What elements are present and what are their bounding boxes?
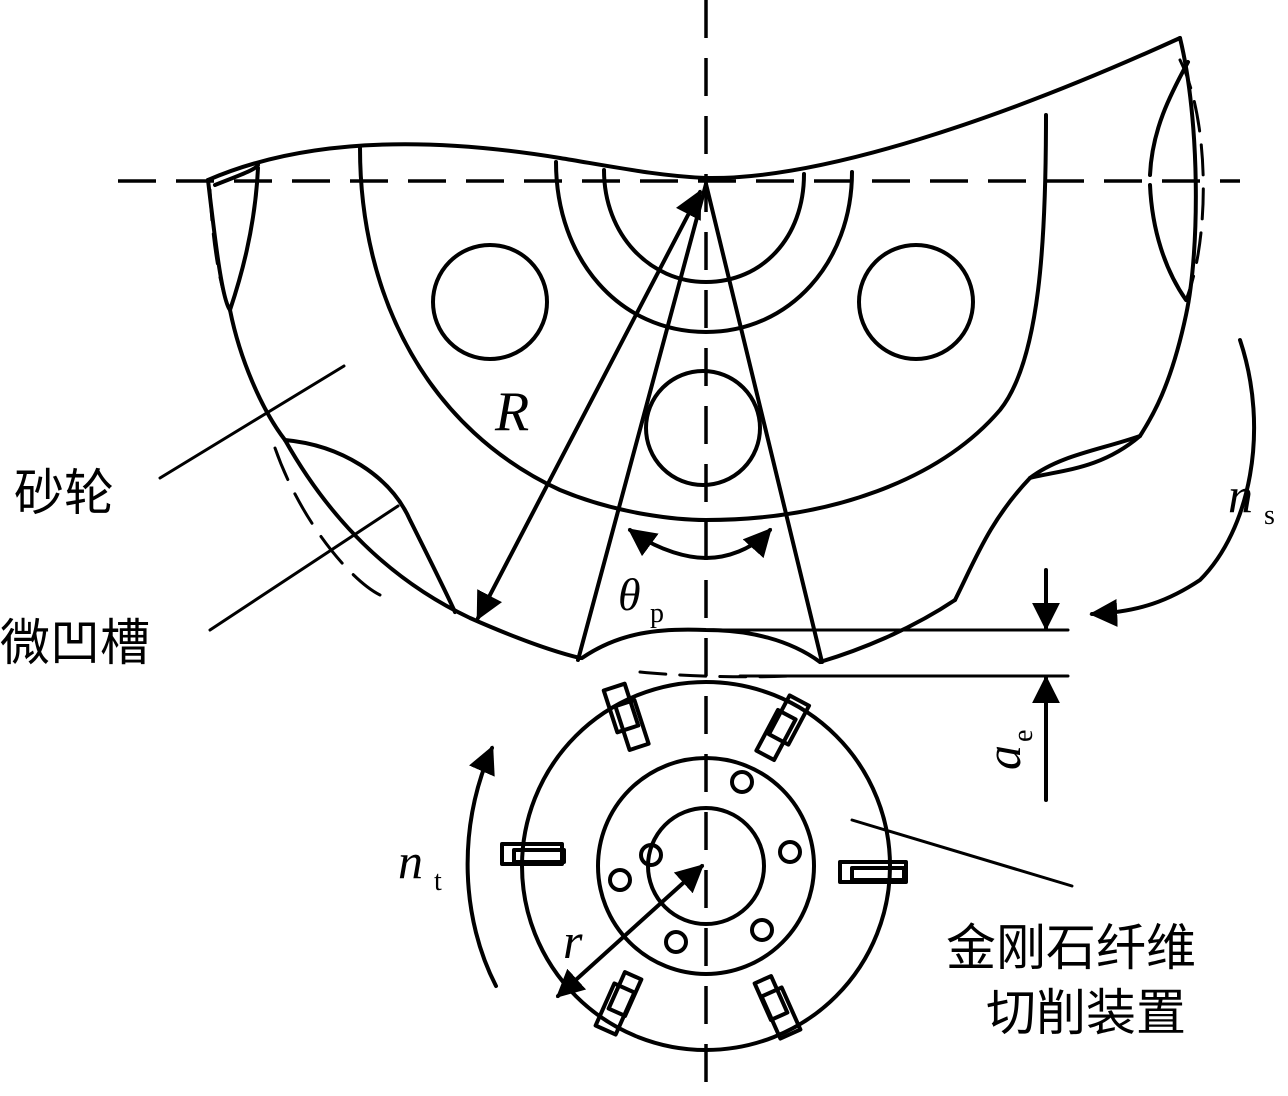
symbol-r: r xyxy=(563,913,583,969)
symbol-theta: θ xyxy=(618,569,641,620)
nt-rotation-arrow xyxy=(465,745,498,988)
label-micro-groove: 微凹槽 xyxy=(0,614,150,672)
micro-groove-left-top-inner xyxy=(228,166,260,312)
ae-dimension xyxy=(704,568,1070,802)
bolt-hole-2 xyxy=(730,770,754,794)
label-cutting-device-line1: 金刚石纤维 xyxy=(946,919,1196,977)
contact-arc xyxy=(580,627,822,664)
micro-groove-left-top-dashed xyxy=(208,188,232,312)
leader-grinding-wheel xyxy=(158,364,346,480)
wheel-bottom-right-arc xyxy=(818,598,957,664)
label-cutting-device-line2: 切削装置 xyxy=(986,984,1186,1042)
symbol-nt-sub: t xyxy=(434,866,442,897)
bolt-hole-5 xyxy=(664,930,688,954)
bolt-hole-4 xyxy=(750,918,774,942)
symbol-ae: a xyxy=(975,745,1031,770)
theta-left-ray xyxy=(576,182,708,662)
fiber-slot-right xyxy=(838,860,908,884)
wheel-hole-right xyxy=(857,243,975,361)
fiber-slot-top-left xyxy=(601,681,651,752)
micro-groove-right-dashed xyxy=(1178,58,1205,302)
wheel-bottom-left-arc xyxy=(283,438,582,660)
micro-groove-left-top xyxy=(213,163,260,187)
wheel-inner-ring xyxy=(358,113,1048,522)
symbol-nt: n xyxy=(398,833,423,889)
grinding-wheel xyxy=(206,36,1205,679)
micro-groove-left-dashed xyxy=(273,446,382,597)
radius-r-arrow xyxy=(555,864,705,998)
bolt-hole-6 xyxy=(608,868,632,892)
ns-rotation-arrow xyxy=(1089,338,1257,627)
wheel-hole-left xyxy=(431,243,549,361)
radius-R-arrow xyxy=(476,189,702,621)
leader-cutting-device xyxy=(850,818,1074,888)
fiber-slot-top-right xyxy=(754,693,812,763)
symbol-R: R xyxy=(494,381,529,443)
ae-label-group: a e xyxy=(975,730,1039,770)
diamond-cutting-device xyxy=(500,680,908,1052)
wheel-left-edge xyxy=(206,178,287,442)
theta-right-ray xyxy=(704,182,824,664)
theta-angle-arc xyxy=(627,527,772,560)
symbol-ns-sub: s xyxy=(1264,500,1275,531)
bolt-hole-3 xyxy=(778,840,802,864)
micro-groove-right-top-lower xyxy=(1148,183,1188,302)
fiber-slot-bottom-left xyxy=(593,970,644,1037)
label-grinding-wheel: 砂轮 xyxy=(14,464,114,522)
micro-groove-right-top xyxy=(1148,60,1190,177)
wheel-top-break-line xyxy=(206,36,1182,182)
symbol-ns: n xyxy=(1228,467,1253,523)
wheel-hole-center xyxy=(644,369,762,487)
fiber-slot-left xyxy=(500,842,566,866)
symbol-ae-sub: e xyxy=(1008,730,1039,742)
leader-micro-groove xyxy=(208,504,400,632)
wheel-right-edge xyxy=(1028,36,1198,480)
micro-groove-left xyxy=(283,438,457,614)
fiber-slot-bottom-right xyxy=(752,974,803,1041)
micro-groove-right xyxy=(953,434,1142,602)
symbol-theta-sub: p xyxy=(650,598,664,629)
